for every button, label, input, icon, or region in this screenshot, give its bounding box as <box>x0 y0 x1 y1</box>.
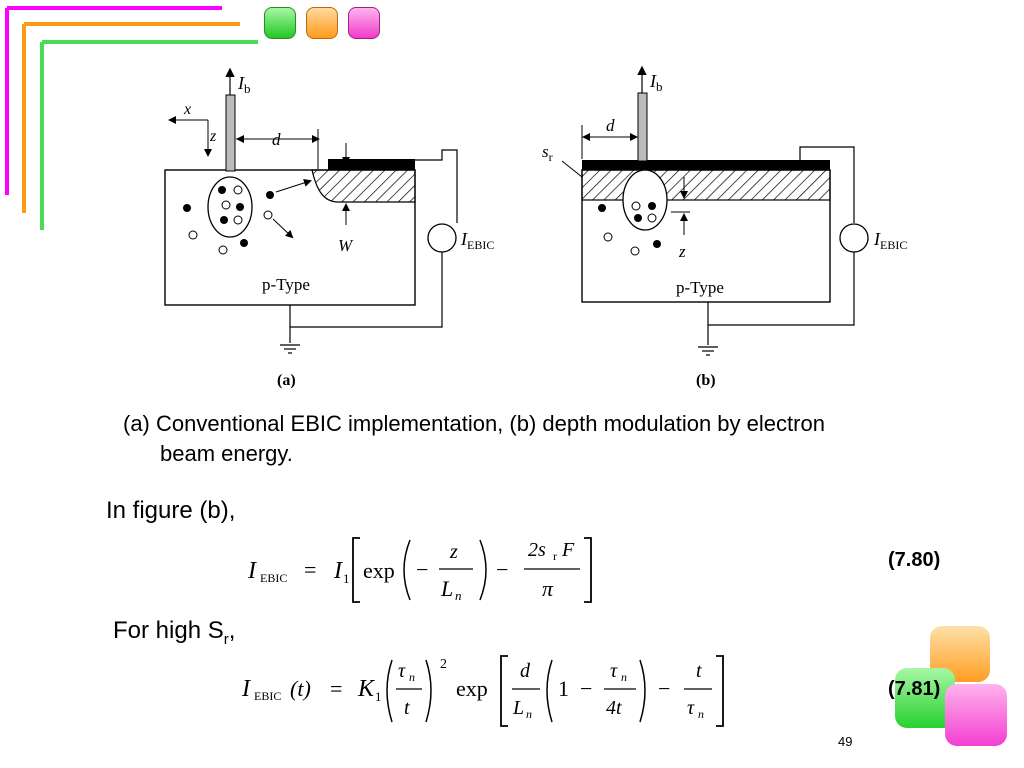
svg-text:t: t <box>696 660 702 682</box>
distance-label-b: d <box>606 116 615 135</box>
pink-square-icon <box>348 7 380 39</box>
svg-text:4t: 4t <box>606 697 622 719</box>
svg-text:I: I <box>241 676 251 702</box>
x-axis-label: x <box>183 101 191 118</box>
panel-b: Ib sr d z IEBIC p-Type (b) <box>542 65 907 389</box>
corner-decoration <box>5 6 258 230</box>
figure-b-text: In figure (b), <box>106 497 236 524</box>
region-label-b: p-Type <box>676 278 724 297</box>
svg-text:n: n <box>526 707 532 721</box>
svg-text:r: r <box>553 549 557 563</box>
distance-label-a: d <box>272 130 281 149</box>
svg-text:−: − <box>580 676 592 701</box>
svg-text:EBIC: EBIC <box>254 689 281 703</box>
svg-text:exp: exp <box>456 676 488 701</box>
svg-text:n: n <box>409 670 415 684</box>
svg-text:−: − <box>416 557 428 582</box>
depletion-width-label: W <box>338 236 354 255</box>
region-label-a: p-Type <box>262 275 310 294</box>
equation-7-80: I EBIC = I 1 exp − z L n − 2s r F π <box>247 537 592 603</box>
panel-b-label: (b) <box>696 372 716 389</box>
svg-text:2s: 2s <box>528 539 546 561</box>
beam-label-a: Ib <box>237 73 251 96</box>
svg-text:1: 1 <box>343 571 350 586</box>
svg-text:t: t <box>404 697 410 719</box>
svg-text:=: = <box>304 557 316 582</box>
meter-label-a: IEBIC <box>460 229 494 252</box>
equation-7-81: I EBIC (t) = K 1 τ n t 2 exp d L n 1 − τ… <box>241 655 724 727</box>
svg-text:n: n <box>621 670 627 684</box>
svg-text:τ: τ <box>398 660 406 682</box>
svg-text:1: 1 <box>375 689 382 704</box>
ebic-figure: Ib x z d W IEBIC p-Type (a) <box>164 65 907 389</box>
beam-label-b: Ib <box>649 71 663 94</box>
svg-text:τ: τ <box>687 697 695 719</box>
depth-label: z <box>678 242 686 261</box>
z-axis-label: z <box>209 128 217 145</box>
svg-text:F: F <box>561 539 575 561</box>
pink-block-icon <box>945 684 1007 746</box>
figure-caption: (a) Conventional EBIC implementation, (b… <box>123 409 963 469</box>
svg-text:n: n <box>455 588 462 603</box>
svg-text:(t): (t) <box>290 676 311 701</box>
svg-text:EBIC: EBIC <box>260 571 287 585</box>
svg-text:L: L <box>512 697 524 719</box>
svg-text:exp: exp <box>363 558 395 583</box>
equation-number-7-81: (7.81) <box>888 678 941 700</box>
surface-label: sr <box>542 142 553 164</box>
svg-text:K: K <box>357 676 376 702</box>
panel-a: Ib x z d W IEBIC p-Type (a) <box>164 67 494 389</box>
svg-text:π: π <box>542 576 554 601</box>
svg-text:L: L <box>440 576 453 601</box>
caption-line-2: beam energy. <box>160 441 293 466</box>
svg-text:I: I <box>247 558 257 584</box>
page-number: 49 <box>838 734 853 749</box>
svg-text:z: z <box>449 541 458 563</box>
high-sr-text: For high Sr, <box>113 617 236 648</box>
green-square-icon <box>264 7 296 39</box>
orange-square-icon <box>306 7 338 39</box>
caption-line-1: (a) Conventional EBIC implementation, (b… <box>123 411 825 436</box>
svg-text:−: − <box>496 557 508 582</box>
svg-text:τ: τ <box>610 660 618 682</box>
svg-text:d: d <box>520 660 531 682</box>
svg-text:−: − <box>658 676 670 701</box>
meter-label-b: IEBIC <box>873 229 907 252</box>
panel-a-label: (a) <box>277 372 296 389</box>
svg-text:I: I <box>333 558 343 584</box>
svg-text:2: 2 <box>440 657 447 672</box>
equation-number-7-80: (7.80) <box>888 549 941 571</box>
svg-text:=: = <box>330 676 342 701</box>
svg-text:n: n <box>698 707 704 721</box>
svg-text:1: 1 <box>558 676 569 701</box>
